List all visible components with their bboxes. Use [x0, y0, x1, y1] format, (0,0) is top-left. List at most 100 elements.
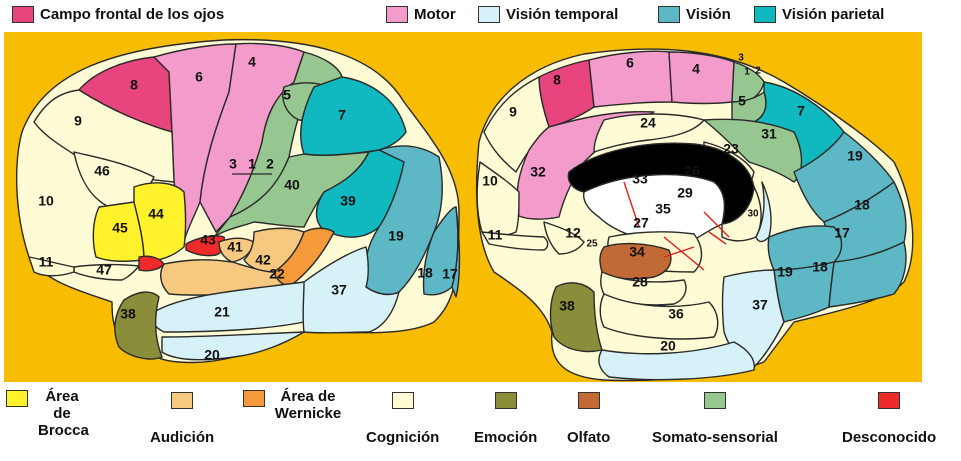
area-number: 30	[747, 209, 759, 220]
area-number: 37	[752, 297, 768, 313]
area-number: 8	[130, 77, 138, 93]
area-number: 24	[640, 115, 656, 131]
medial-brain	[477, 49, 913, 380]
legend-swatch	[478, 6, 500, 23]
legend-label: Audición	[150, 429, 214, 446]
legend-swatch	[392, 392, 414, 409]
area-number: 45	[112, 220, 128, 236]
area-number: 1	[248, 156, 256, 172]
legend-label: Área de Wernicke	[273, 388, 343, 422]
legend-item-olfaction: Olfato	[567, 392, 610, 446]
area-number: 9	[74, 113, 82, 129]
area-number: 38	[120, 306, 136, 322]
area-number: 8	[553, 72, 561, 88]
legend-label: Somato-sensorial	[652, 429, 778, 446]
area-number: 7	[338, 107, 346, 123]
legend-label: Visión parietal	[782, 6, 884, 23]
legend-swatch	[171, 392, 193, 409]
lateral-area-38	[115, 292, 162, 359]
legend-swatch	[495, 392, 517, 409]
area-number: 34	[629, 244, 645, 260]
area-number: 28	[632, 274, 648, 290]
area-number: 3	[229, 156, 237, 172]
medial-area-4	[669, 52, 734, 104]
medial-area-38	[550, 283, 602, 352]
area-number: 1	[744, 67, 750, 78]
area-number: 5	[738, 93, 746, 109]
top-legend: Campo frontal de los ojos Motor Visión t…	[0, 0, 961, 32]
legend-swatch	[12, 6, 34, 23]
area-number: 36	[668, 306, 684, 322]
legend-item-parietal-vision: Visión parietal	[754, 6, 884, 23]
legend-item-emotion: Emoción	[474, 392, 537, 446]
area-number: 10	[482, 173, 498, 189]
area-number: 10	[38, 193, 54, 209]
area-number: 20	[660, 338, 676, 354]
area-number: 35	[655, 201, 671, 217]
legend-item-broca: Área de Brocca	[6, 388, 86, 439]
legend-label: Motor	[414, 6, 456, 23]
area-number: 12	[565, 225, 581, 241]
area-number: 40	[284, 177, 300, 193]
area-number: 43	[200, 232, 216, 248]
legend-label: Visión	[686, 6, 731, 23]
legend-label: Cognición	[366, 429, 439, 446]
area-number: 19	[388, 228, 404, 244]
area-number: 18	[417, 265, 433, 281]
area-number: 3	[738, 53, 744, 64]
area-number: 32	[530, 164, 546, 180]
area-number: 19	[777, 264, 793, 280]
legend-label: Área de Brocca	[38, 388, 86, 439]
area-number: 21	[214, 304, 230, 320]
lateral-brain	[17, 40, 460, 363]
area-number: 26	[684, 163, 700, 179]
legend-item-unknown: Desconocido	[842, 392, 936, 446]
brain-map-panel: 8 6 4 9 46 10 45 44 11 47 43 41 42 22 3 …	[4, 32, 922, 382]
area-number: 6	[195, 69, 203, 85]
legend-item-cognition: Cognición	[366, 392, 439, 446]
area-number: 47	[96, 262, 112, 278]
legend-label: Desconocido	[842, 429, 936, 446]
area-number: 29	[677, 185, 693, 201]
bottom-legend: Área de Brocca Audición Área de Wernicke…	[0, 388, 961, 461]
legend-item-audition: Audición	[150, 392, 214, 446]
area-number: 19	[847, 148, 863, 164]
legend-swatch	[878, 392, 900, 409]
area-number: 11	[488, 227, 503, 243]
legend-swatch	[6, 390, 28, 407]
legend-swatch	[658, 6, 680, 23]
area-number: 4	[248, 54, 256, 70]
area-number: 18	[812, 259, 828, 275]
area-number: 9	[509, 104, 517, 120]
area-number: 6	[626, 55, 634, 71]
legend-item-wernicke: Área de Wernicke	[243, 388, 343, 422]
area-number: 17	[442, 266, 458, 282]
area-number: 17	[834, 225, 850, 241]
area-number: 4	[692, 61, 700, 77]
legend-label: Visión temporal	[506, 6, 618, 23]
area-number: 44	[148, 206, 164, 222]
legend-label: Campo frontal de los ojos	[40, 6, 224, 23]
area-number: 41	[227, 239, 243, 255]
legend-item-temporal-vision: Visión temporal	[478, 6, 618, 23]
area-number: 22	[269, 266, 285, 282]
legend-swatch	[578, 392, 600, 409]
legend-label: Emoción	[474, 429, 537, 446]
legend-label: Olfato	[567, 429, 610, 446]
legend-swatch	[754, 6, 776, 23]
area-number: 38	[559, 298, 575, 314]
legend-item-motor: Motor	[386, 6, 456, 23]
legend-swatch	[243, 390, 265, 407]
area-number: 18	[854, 197, 870, 213]
lateral-area-20	[162, 332, 304, 360]
area-number: 23	[723, 141, 739, 157]
area-number: 27	[633, 215, 649, 231]
area-number: 2	[755, 66, 761, 77]
legend-item-frontal-eye-field: Campo frontal de los ojos	[12, 6, 224, 23]
area-number: 5	[283, 87, 291, 103]
legend-swatch	[704, 392, 726, 409]
legend-item-vision: Visión	[658, 6, 731, 23]
brain-map-svg: 8 6 4 9 46 10 45 44 11 47 43 41 42 22 3 …	[4, 32, 922, 382]
area-number: 33	[632, 171, 648, 187]
legend-item-somatosensory: Somato-sensorial	[652, 392, 778, 446]
